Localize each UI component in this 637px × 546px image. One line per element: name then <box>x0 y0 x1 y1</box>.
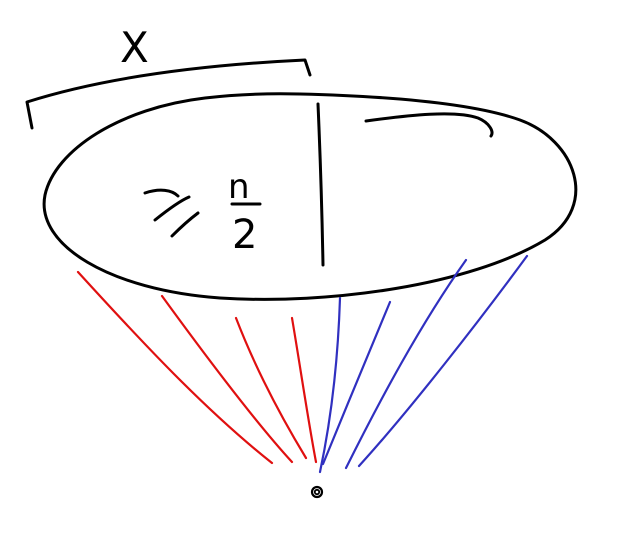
fraction-denominator: 2 <box>232 212 257 258</box>
blue-ray-4 <box>357 254 529 468</box>
apex-point <box>310 485 324 499</box>
inequality-mark-2 <box>153 195 191 222</box>
red-ray-3 <box>234 316 308 460</box>
divider-line <box>316 102 325 267</box>
label-x: X <box>120 23 149 72</box>
top-bracket <box>25 58 312 130</box>
blue-ray-2 <box>321 300 392 466</box>
right-curve <box>364 112 494 138</box>
red-ray-1 <box>76 270 274 465</box>
fraction-numerator: n <box>228 167 250 207</box>
ellipse-set <box>42 92 578 301</box>
inequality-mark-3 <box>170 211 200 238</box>
blue-ray-1 <box>318 296 342 474</box>
red-ray-2 <box>160 294 294 464</box>
inequality-mark-1 <box>143 188 180 198</box>
blue-ray-3 <box>344 258 468 470</box>
red-ray-4 <box>290 316 318 464</box>
